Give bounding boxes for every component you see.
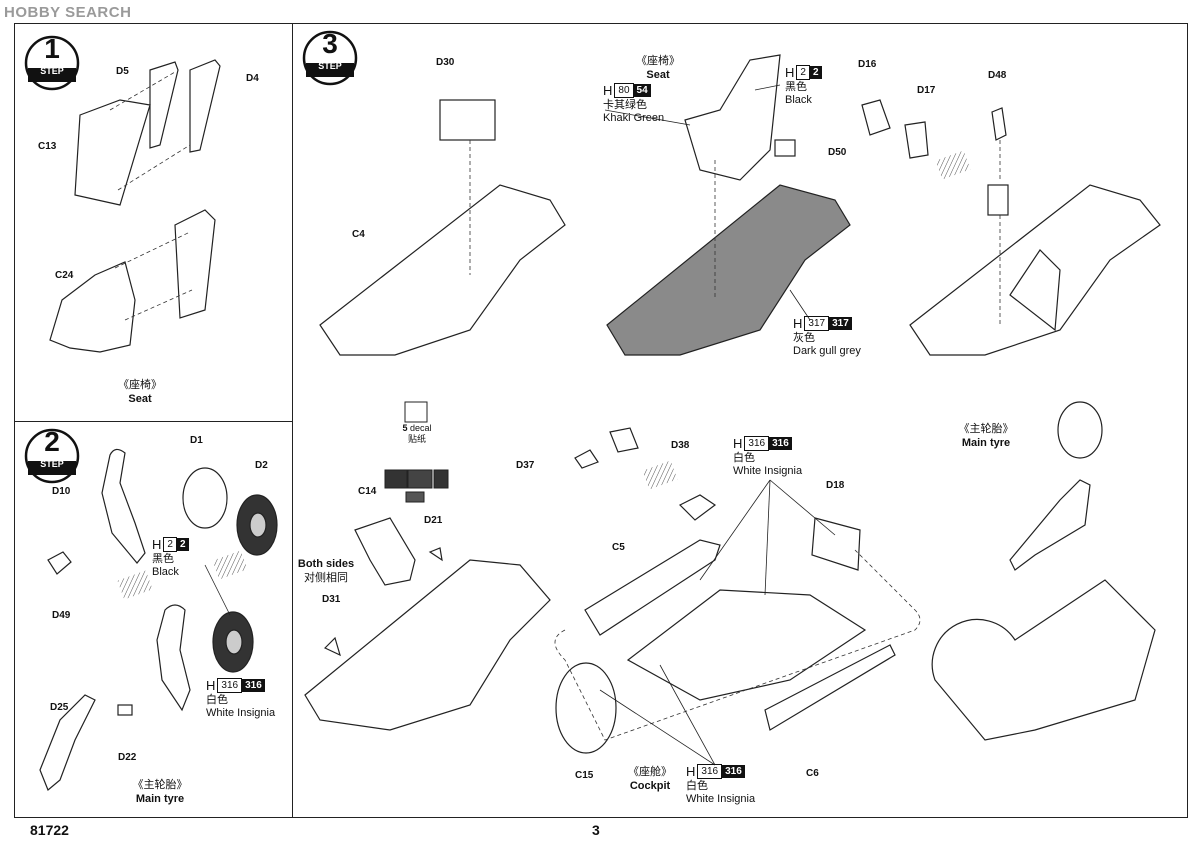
part-label-d30: D30 (436, 57, 455, 68)
seat-rail-parts (49, 59, 221, 353)
part-label-d2: D2 (255, 460, 268, 471)
step3-panel (292, 23, 1188, 818)
part-label-d25: D25 (50, 702, 69, 713)
part-label-d4: D4 (246, 73, 259, 84)
step1-badge: 1 STEP (40, 33, 64, 77)
part-label-c4: C4 (352, 229, 365, 240)
part-label-c6: C6 (806, 768, 819, 779)
part-label-d49: D49 (52, 610, 71, 621)
watermark: HOBBY SEARCH (4, 4, 132, 21)
landing-gear-parts (39, 448, 278, 791)
step3-badge: 3 STEP (318, 28, 342, 72)
cockpit-tub-drawings (304, 54, 1161, 754)
part-label-d50: D50 (828, 147, 847, 158)
caption-seat-step1: 《座椅》Seat (118, 379, 162, 405)
part-label-c13: C13 (38, 141, 57, 152)
caption-main-tyre-step3: 《主轮胎》Main tyre (958, 423, 1014, 449)
part-label-d5: D5 (116, 66, 129, 77)
part-label-c5: C5 (612, 542, 625, 553)
decal-instruction: 5 decal 贴纸 (402, 423, 432, 444)
part-label-d10: D10 (52, 486, 71, 497)
part-label-d48: D48 (988, 70, 1007, 81)
kit-number: 81722 (30, 822, 69, 838)
decal-sheet (384, 401, 449, 503)
part-label-d16: D16 (858, 59, 877, 70)
part-label-d37: D37 (516, 460, 535, 471)
part-label-d38: D38 (671, 440, 690, 451)
part-label-d31: D31 (322, 594, 341, 605)
part-label-c15: C15 (575, 770, 594, 781)
caption-seat-step3: 《座椅》Seat (636, 55, 680, 81)
part-label-d1: D1 (190, 435, 203, 446)
caption-main-tyre-step2: 《主轮胎》Main tyre (132, 779, 188, 805)
caption-cockpit: 《座舱》Cockpit (628, 766, 672, 792)
part-label-c14: C14 (358, 486, 377, 497)
part-label-d18: D18 (826, 480, 845, 491)
step2-badge: 2 STEP (40, 426, 64, 470)
part-label-d17: D17 (917, 85, 936, 96)
part-label-d22: D22 (118, 752, 137, 763)
page-number: 3 (592, 822, 600, 838)
part-label-c24: C24 (55, 270, 74, 281)
part-label-d21: D21 (424, 515, 443, 526)
